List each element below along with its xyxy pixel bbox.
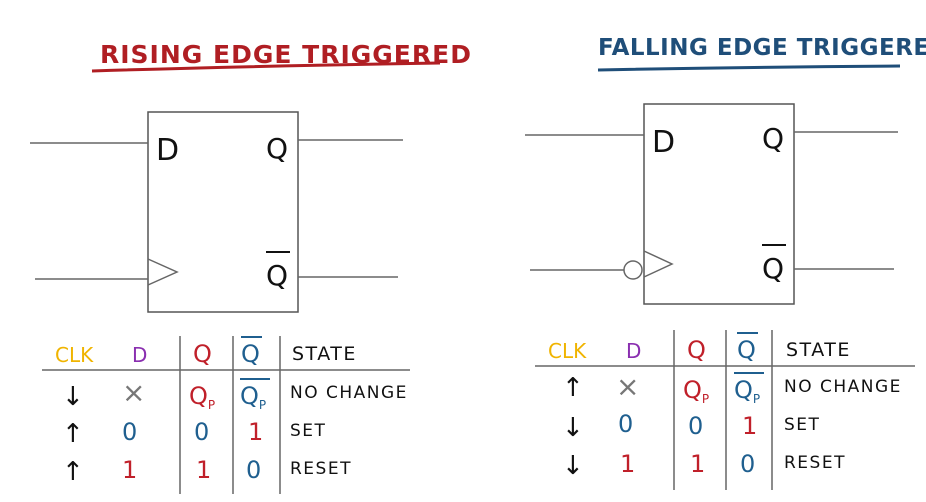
falling-row3-clk: ↓ (562, 451, 584, 481)
rising-row3-clk: ↑ (62, 457, 84, 487)
rising-row1-state: NO CHANGE (290, 383, 408, 403)
falling-header-d: D (626, 339, 641, 363)
rising-header-state: STATE (292, 343, 357, 365)
rising-flip-flop-box (147, 111, 299, 313)
rising-row3-state: RESET (290, 459, 352, 479)
falling-row2-d: 0 (618, 410, 633, 438)
falling-row3-state: RESET (784, 453, 846, 473)
rising-row2-q: 0 (194, 418, 209, 446)
rising-row2-d: 0 (122, 418, 137, 446)
rising-row1-q: QP (189, 382, 215, 412)
falling-header-qbar: Q (737, 336, 756, 364)
falling-row2-qbar: 1 (742, 412, 757, 440)
rising-pin-qbar: Q (266, 259, 288, 292)
falling-clock-inversion-bubble (623, 260, 643, 280)
falling-header-q: Q (687, 336, 706, 364)
falling-truth-table: CLK D Q Q STATE ↑ × QP QP NO CHANGE ↓ 0 … (535, 330, 915, 490)
rising-row2-qbar: 1 (248, 418, 263, 446)
rising-header-d: D (132, 343, 147, 367)
falling-row2-clk: ↓ (562, 413, 584, 443)
falling-row3-q: 1 (690, 450, 705, 478)
falling-row2-q: 0 (688, 412, 703, 440)
rising-header-clk: CLK (55, 343, 94, 367)
rising-header-q: Q (193, 340, 212, 368)
falling-header-state: STATE (786, 339, 851, 361)
falling-row2-state: SET (784, 415, 820, 435)
rising-row3-q: 1 (196, 456, 211, 484)
rising-row1-clk: ↓ (62, 382, 84, 412)
falling-row1-state: NO CHANGE (784, 377, 902, 397)
falling-row1-d: × (616, 370, 639, 403)
falling-flip-flop-box (643, 103, 795, 305)
rising-truth-table: CLK D Q Q STATE ↓ × QP QP NO CHANGE ↑ 0 … (42, 336, 410, 494)
rising-row2-state: SET (290, 421, 326, 441)
falling-row1-q: QP (683, 376, 709, 406)
rising-row1-qbar: QP (240, 382, 266, 412)
falling-header-clk: CLK (548, 339, 587, 363)
falling-edge-title: FALLING EDGE TRIGGERED (598, 35, 926, 61)
falling-row3-qbar: 0 (740, 450, 755, 478)
rising-row3-qbar: 0 (246, 456, 261, 484)
falling-row1-clk: ↑ (562, 373, 584, 403)
falling-pin-d: D (652, 125, 675, 160)
rising-title-underline (91, 61, 441, 73)
rising-edge-panel: RISING EDGE TRIGGERED D Q Q CLK D Q Q ST… (30, 40, 471, 494)
rising-row1-d: × (122, 376, 145, 409)
falling-clock-edge-symbol (643, 250, 674, 278)
falling-title-underline (597, 64, 901, 72)
falling-row3-d: 1 (620, 450, 635, 478)
falling-edge-panel: FALLING EDGE TRIGGERED D Q Q CLK D Q Q S… (525, 35, 926, 490)
falling-pin-qbar: Q (762, 252, 784, 285)
rising-row3-d: 1 (122, 456, 137, 484)
rising-header-qbar: Q (241, 340, 260, 368)
rising-pin-d: D (156, 133, 179, 168)
rising-row2-clk: ↑ (62, 419, 84, 449)
rising-pin-q: Q (266, 132, 288, 165)
falling-pin-q: Q (762, 122, 784, 155)
rising-clock-edge-symbol (147, 258, 179, 286)
falling-row1-qbar: QP (734, 376, 760, 406)
